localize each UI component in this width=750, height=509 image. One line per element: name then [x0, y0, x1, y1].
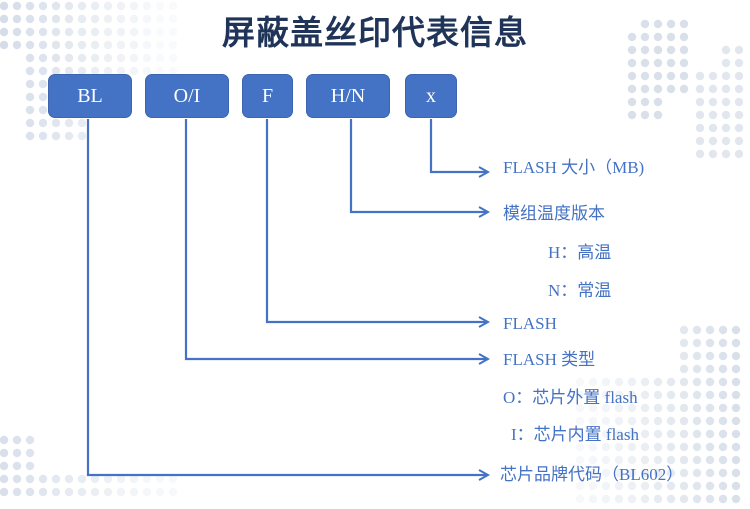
label-flash-size: FLASH 大小（MB): [503, 158, 645, 177]
label-option-external-flash: O：芯片外置 flash: [503, 388, 638, 407]
segment-box-x: x: [405, 74, 457, 118]
connector-oi: [184, 119, 488, 359]
label-option-internal-flash: I：芯片内置 flash: [511, 425, 639, 444]
label-flash: FLASH: [503, 314, 557, 333]
connector-f: [265, 119, 488, 322]
segment-box-oi: O/I: [145, 74, 229, 118]
label-chip-brand-code: 芯片品牌代码（BL602）: [500, 465, 684, 484]
label-temperature-version: 模组温度版本: [503, 204, 605, 223]
segment-box-bl: BL: [48, 74, 132, 118]
segment-box-f: F: [242, 74, 293, 118]
label-option-normal-temp: N：常温: [548, 281, 612, 300]
label-option-high-temp: H：高温: [548, 243, 612, 262]
segment-box-hn: H/N: [306, 74, 390, 118]
label-flash-type: FLASH 类型: [503, 350, 596, 369]
connector-bl: [86, 119, 488, 475]
page-title: 屏蔽盖丝印代表信息: [222, 13, 528, 52]
connector-hn: [349, 119, 488, 212]
connector-x: [429, 119, 488, 172]
